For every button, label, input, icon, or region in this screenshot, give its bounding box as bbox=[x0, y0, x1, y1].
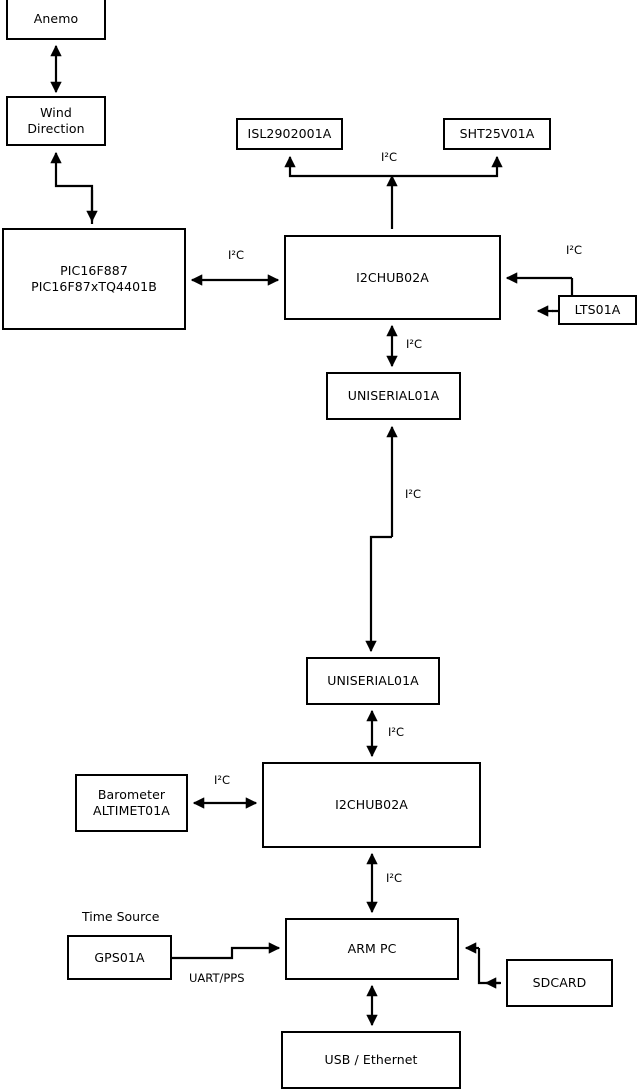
wire-label-i2c-uniserial-hub: I²C bbox=[388, 725, 405, 739]
wire-label-i2c-pic-hub: I²C bbox=[228, 248, 245, 262]
wire-bus-sht bbox=[392, 155, 503, 178]
wire-label-i2c-uniserial-link: I²C bbox=[405, 487, 422, 501]
wire-label-i2c-hub-armpc: I²C bbox=[386, 871, 403, 885]
wire-label-i2c-barometer-hub: I²C bbox=[214, 773, 231, 787]
node-arm-pc[interactable]: ARM PC bbox=[285, 918, 459, 980]
wire-label-i2c-top-bus: I²C bbox=[381, 150, 398, 164]
wire-sdcard-bend bbox=[477, 948, 500, 985]
wire-label-i2c-hub-uniserial: I²C bbox=[406, 337, 423, 351]
node-barometer-altimet01a[interactable]: Barometer ALTIMET01A bbox=[75, 774, 188, 832]
node-pic-mcu[interactable]: PIC16F887 PIC16F87xTQ4401B bbox=[2, 228, 186, 330]
node-gps01a[interactable]: GPS01A bbox=[67, 935, 172, 980]
wire-bus-isl bbox=[284, 155, 392, 178]
node-usb-ethernet[interactable]: USB / Ethernet bbox=[281, 1031, 461, 1089]
wire-label-i2c-hub-lts: I²C bbox=[566, 243, 583, 257]
node-anemo[interactable]: Anemo bbox=[6, 0, 106, 40]
node-i2chub02a-bottom[interactable]: I2CHUB02A bbox=[262, 762, 481, 848]
wire-gps-armpc bbox=[172, 942, 281, 960]
wire-uniserial-link-down bbox=[365, 535, 392, 653]
node-uniserial01a-bottom[interactable]: UNISERIAL01A bbox=[306, 657, 440, 705]
node-sht25v01a[interactable]: SHT25V01A bbox=[443, 118, 551, 150]
node-sdcard[interactable]: SDCARD bbox=[506, 959, 613, 1007]
wire-label-uart-pps: UART/PPS bbox=[189, 971, 245, 985]
node-uniserial01a-top[interactable]: UNISERIAL01A bbox=[326, 372, 461, 420]
label-time-source: Time Source bbox=[82, 909, 160, 924]
node-lts01a[interactable]: LTS01A bbox=[558, 295, 637, 325]
node-isl2902001a[interactable]: ISL2902001A bbox=[236, 118, 343, 150]
node-wind-direction[interactable]: Wind Direction bbox=[6, 96, 106, 146]
wire-pic-winddir bbox=[50, 151, 94, 224]
node-i2chub02a-top[interactable]: I2CHUB02A bbox=[284, 235, 501, 320]
